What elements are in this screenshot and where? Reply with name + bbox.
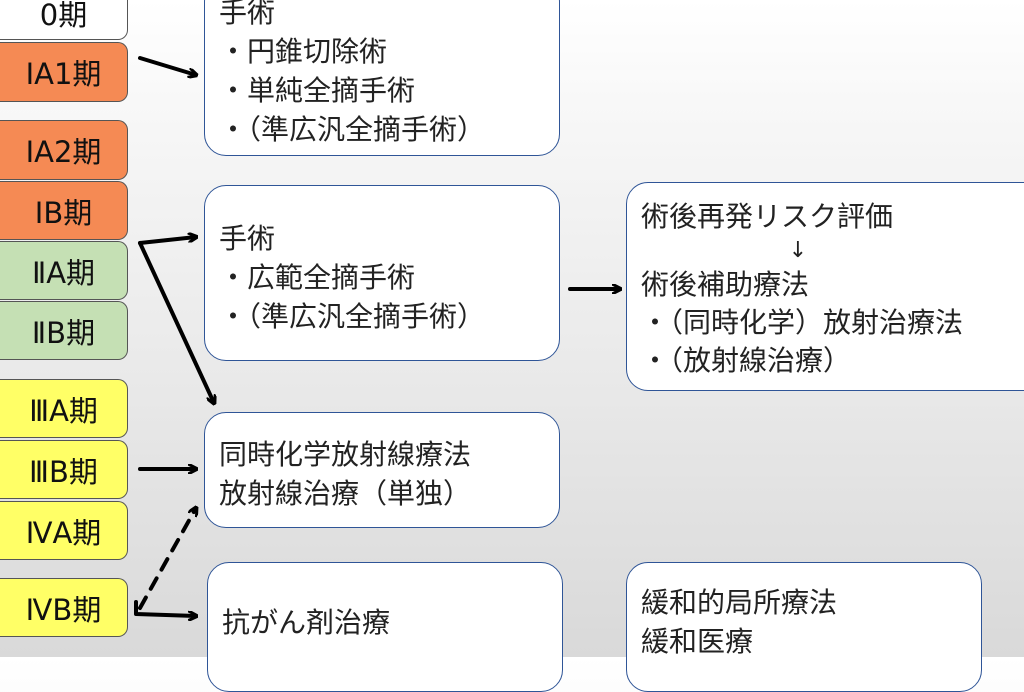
box-item: ・（準広汎全摘手術） [219,300,486,333]
stage-label: ⅠA2期 [25,135,102,169]
stage-label: ⅠB期 [34,195,93,230]
down-arrow-icon: ↓ [788,238,808,263]
box-item: ・（放射線治療） [641,344,852,377]
stage-iva: ⅣA期 [0,501,128,560]
stage-label: ⅢA期 [29,393,98,428]
box-item: ・円錐切除術 [219,35,388,68]
stage-label: ⅢB期 [29,454,98,489]
box-line: 抗がん剤治療 [222,606,391,639]
stage-iia: ⅡA期 [0,241,128,300]
arrow-ib-to-surgery [138,237,196,245]
surgery-early-box: 手術 ・円錐切除術 ・単純全摘手術 ・（準広汎全摘手術） [204,0,560,156]
box-title: 手術 [219,222,276,255]
box-line: 緩和的局所療法 [641,586,838,619]
flow-arrows [134,56,622,657]
box-line: 緩和医療 [641,625,754,658]
arrow-ivb-to-chemo [134,600,196,616]
stage-label: ⅣB期 [25,592,102,627]
box-item: ・（同時化学）放射治療法 [641,306,964,339]
box-line: 放射線治療（単独） [219,477,472,510]
box-title: 手術 [219,0,276,29]
arrow-ib-to-radiation [138,241,214,403]
stage-iiia: ⅢA期 [0,379,128,438]
box-subtitle: 術後補助療法 [641,268,810,301]
adjuvant-box: 術後再発リスク評価 ↓ 術後補助療法 ・（同時化学）放射治療法 ・（放射線治療） [626,182,1024,391]
stage-label: ⅠA1期 [25,57,102,91]
arrow-ivb-to-radiation-dashed [138,508,196,610]
stage-ivb: ⅣB期 [0,578,128,637]
stage-label: ⅣA期 [25,515,102,550]
box-item: ・広範全摘手術 [219,261,416,294]
stage-ib: ⅠB期 [0,181,128,240]
box-title: 術後再発リスク評価 [641,200,894,233]
stage-label: 0期 [39,0,88,32]
box-item: ・単純全摘手術 [219,74,416,107]
stage-label: ⅡA期 [31,255,96,290]
box-line: 同時化学放射線療法 [219,438,472,471]
stage-iib: ⅡB期 [0,301,128,360]
stage-label: ⅡB期 [31,315,96,350]
radiation-box: 同時化学放射線療法 放射線治療（単独） [204,412,560,528]
stage-iiib: ⅢB期 [0,440,128,499]
surgery-radical-box: 手術 ・広範全摘手術 ・（準広汎全摘手術） [204,185,560,361]
box-item: ・（準広汎全摘手術） [219,113,486,146]
stage-ia1: ⅠA1期 [0,42,128,102]
stage-0: 0期 [0,0,128,40]
arrow-ia1-to-surgery [138,56,196,75]
stage-ia2: ⅠA2期 [0,120,128,180]
